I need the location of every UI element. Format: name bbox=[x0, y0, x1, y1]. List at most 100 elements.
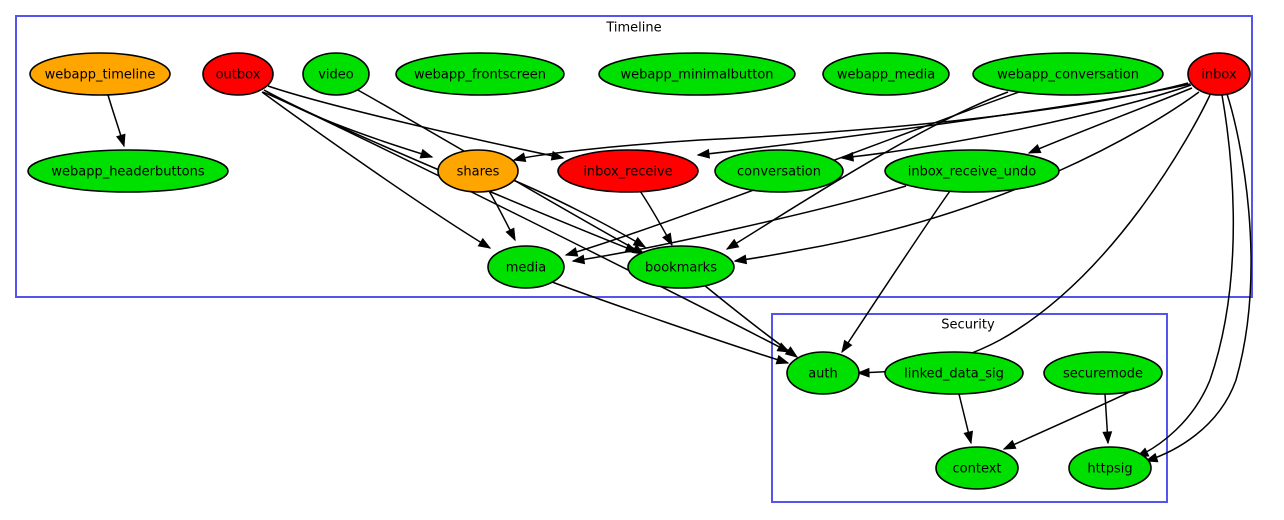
node-webapp_media[interactable]: webapp_media bbox=[822, 52, 950, 96]
node-inbox[interactable]: inbox bbox=[1187, 52, 1251, 96]
edge-line bbox=[697, 83, 1191, 156]
edge-arrowhead bbox=[564, 247, 579, 257]
node-shape-video[interactable] bbox=[302, 52, 370, 96]
node-shape-conversation[interactable] bbox=[714, 149, 844, 193]
edge-arrowhead bbox=[733, 254, 748, 265]
edge-arrowhead bbox=[419, 148, 434, 159]
edge-line bbox=[726, 91, 1009, 250]
node-shape-inbox_receive_undo[interactable] bbox=[884, 149, 1060, 193]
edge-arrowhead bbox=[116, 133, 126, 148]
node-conversation[interactable]: conversation bbox=[714, 149, 844, 193]
node-shape-context[interactable] bbox=[935, 446, 1019, 490]
edge-line bbox=[572, 185, 907, 262]
edge-arrowhead bbox=[477, 237, 492, 249]
edge-media-to-auth[interactable] bbox=[551, 281, 790, 365]
edge-arrowhead bbox=[505, 227, 516, 242]
node-outbox[interactable]: outbox bbox=[202, 52, 274, 96]
node-shape-webapp_timeline[interactable] bbox=[29, 52, 171, 96]
edge-outbox-to-auth[interactable] bbox=[262, 91, 791, 353]
edge-arrowhead bbox=[1027, 143, 1042, 154]
cluster-border-timeline bbox=[15, 15, 1253, 298]
node-bookmarks[interactable]: bookmarks bbox=[627, 245, 735, 289]
node-shape-webapp_media[interactable] bbox=[822, 52, 950, 96]
edge-inbox-to-inbox_receive[interactable] bbox=[696, 83, 1191, 159]
node-shape-inbox_receive[interactable] bbox=[557, 149, 699, 193]
edge-arrowhead bbox=[1002, 439, 1017, 450]
node-httpsig[interactable]: httpsig bbox=[1068, 446, 1152, 490]
edge-inbox-to-inbox_receive_undo[interactable] bbox=[1027, 87, 1193, 154]
edge-inbox_receive_undo-to-auth[interactable] bbox=[841, 190, 951, 354]
cluster-label-timeline: Timeline bbox=[605, 21, 661, 36]
node-webapp_headerbuttons[interactable]: webapp_headerbuttons bbox=[27, 149, 229, 193]
edge-line bbox=[551, 281, 789, 364]
edge-webapp_conversation-to-bookmarks[interactable] bbox=[725, 91, 1009, 250]
node-shape-linked_data_sig[interactable] bbox=[884, 351, 1024, 395]
edge-shares-to-bookmarks[interactable] bbox=[512, 179, 647, 248]
edge-line bbox=[734, 91, 1200, 262]
edge-arrowhead bbox=[963, 430, 974, 445]
edge-line bbox=[267, 85, 564, 159]
edge-hitarea[interactable] bbox=[704, 285, 797, 357]
edge-line bbox=[1028, 87, 1193, 154]
node-linked_data_sig[interactable]: linked_data_sig bbox=[884, 351, 1024, 395]
node-webapp_conversation[interactable]: webapp_conversation bbox=[972, 52, 1164, 96]
edge-webapp_timeline-to-webapp_headerbuttons[interactable] bbox=[107, 94, 126, 148]
edge-arrowhead bbox=[856, 367, 870, 378]
edge-bookmarks-to-auth[interactable] bbox=[703, 284, 799, 358]
edge-linked_data_sig-to-context[interactable] bbox=[958, 393, 974, 445]
edge-inbox-to-httpsig[interactable] bbox=[1144, 93, 1252, 463]
edge-arrowhead bbox=[1102, 431, 1113, 445]
edge-outbox-to-media[interactable] bbox=[261, 91, 492, 249]
node-auth[interactable]: auth bbox=[786, 351, 860, 395]
edge-line bbox=[841, 84, 1192, 159]
edge-line bbox=[261, 91, 491, 249]
edge-inbox-to-bookmarks[interactable] bbox=[733, 91, 1200, 265]
edge-inbox-to-conversation[interactable] bbox=[840, 84, 1192, 162]
node-context[interactable]: context bbox=[935, 446, 1019, 490]
edge-shares-to-media[interactable] bbox=[488, 190, 516, 242]
edge-arrowhead bbox=[662, 232, 673, 247]
node-shape-inbox[interactable] bbox=[1187, 52, 1251, 96]
node-inbox_receive_undo[interactable]: inbox_receive_undo bbox=[884, 149, 1060, 193]
node-shape-securemode[interactable] bbox=[1043, 351, 1163, 395]
node-webapp_minimalbutton[interactable]: webapp_minimalbutton bbox=[598, 52, 796, 96]
edge-inbox-to-httpsig[interactable] bbox=[1135, 94, 1235, 458]
edge-arrowhead bbox=[1144, 452, 1159, 463]
node-webapp_frontscreen[interactable]: webapp_frontscreen bbox=[395, 52, 565, 96]
node-shape-webapp_headerbuttons[interactable] bbox=[27, 149, 229, 193]
node-securemode[interactable]: securemode bbox=[1043, 351, 1163, 395]
node-shape-media[interactable] bbox=[487, 245, 565, 289]
edge-arrowhead bbox=[632, 236, 647, 248]
node-shape-shares[interactable] bbox=[437, 149, 519, 193]
node-shape-auth[interactable] bbox=[786, 351, 860, 395]
edge-hitarea[interactable] bbox=[263, 92, 789, 352]
node-shares[interactable]: shares bbox=[437, 149, 519, 193]
edge-arrowhead bbox=[840, 151, 854, 162]
edge-inbox_receive-to-bookmarks[interactable] bbox=[639, 190, 673, 247]
edge-inbox_receive_undo-to-media[interactable] bbox=[571, 185, 907, 265]
node-shape-webapp_minimalbutton[interactable] bbox=[598, 52, 796, 96]
edge-line bbox=[841, 190, 951, 353]
edge-hitarea[interactable] bbox=[842, 191, 950, 352]
edge-arrowhead bbox=[775, 354, 790, 365]
cluster-timeline: Timeline bbox=[15, 15, 1253, 298]
node-media[interactable]: media bbox=[487, 245, 565, 289]
edge-line bbox=[512, 179, 646, 248]
node-shape-outbox[interactable] bbox=[202, 52, 274, 96]
node-shape-bookmarks[interactable] bbox=[627, 245, 735, 289]
edge-securemode-to-context[interactable] bbox=[1002, 386, 1141, 450]
edge-arrowhead bbox=[696, 148, 710, 159]
edge-hitarea[interactable] bbox=[1004, 387, 1140, 449]
node-webapp_timeline[interactable]: webapp_timeline bbox=[29, 52, 171, 96]
node-shape-webapp_frontscreen[interactable] bbox=[395, 52, 565, 96]
node-inbox_receive[interactable]: inbox_receive bbox=[557, 149, 699, 193]
edge-arrowhead bbox=[512, 152, 527, 162]
edge-securemode-to-httpsig[interactable] bbox=[1102, 393, 1113, 445]
node-video[interactable]: video bbox=[302, 52, 370, 96]
node-shape-httpsig[interactable] bbox=[1068, 446, 1152, 490]
edge-hitarea[interactable] bbox=[1137, 95, 1233, 457]
node-shape-webapp_conversation[interactable] bbox=[972, 52, 1164, 96]
